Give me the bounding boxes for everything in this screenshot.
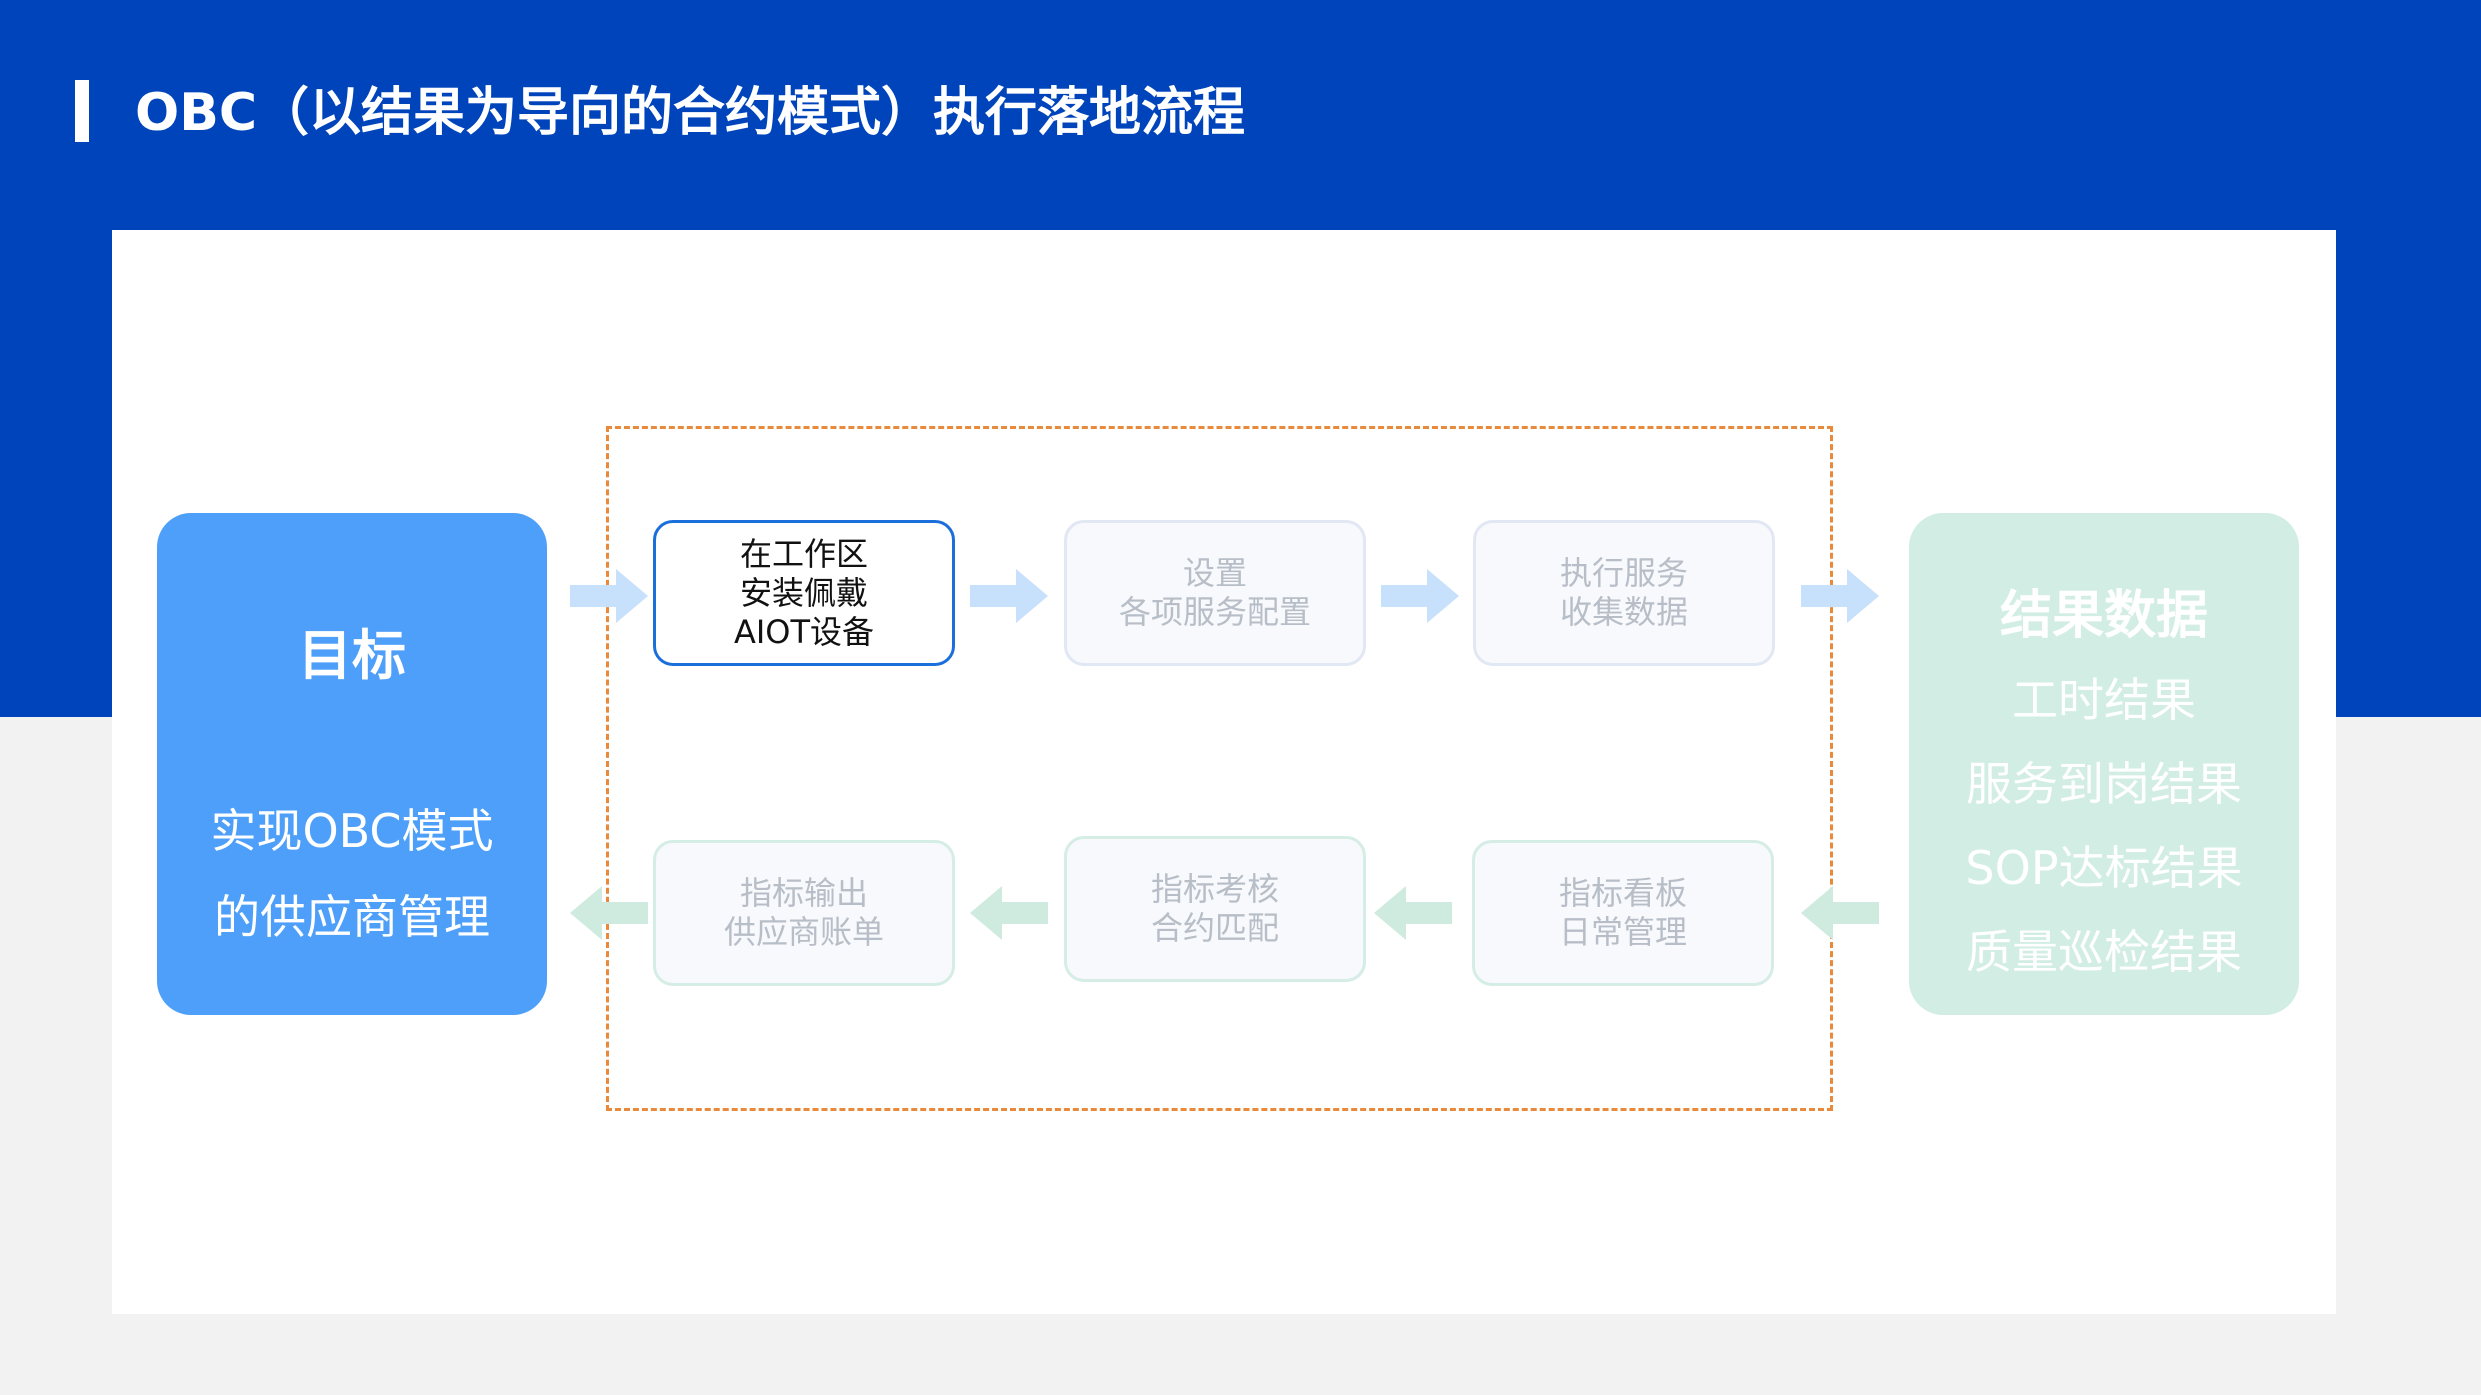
goal-line: 的供应商管理 <box>214 890 490 944</box>
process-frame <box>606 426 1833 1111</box>
step-line: 安装佩戴 <box>739 573 868 612</box>
step-line: 合约匹配 <box>1150 909 1279 947</box>
step-line: 指标看板 <box>1558 874 1687 912</box>
arrow-right-icon <box>570 569 648 623</box>
result-title: 结果数据 <box>1999 586 2208 646</box>
step-line: 收集数据 <box>1559 593 1688 631</box>
goal-title: 目标 <box>298 624 406 687</box>
step-service-config: 设置 各项服务配置 <box>1064 520 1366 666</box>
step-line: 供应商账单 <box>723 913 884 951</box>
result-item: 质量巡检结果 <box>1966 925 2242 979</box>
result-item: 工时结果 <box>2012 673 2196 727</box>
goal-box: 目标 实现OBC模式 的供应商管理 <box>157 513 547 1015</box>
goal-description: 实现OBC模式 的供应商管理 <box>157 788 547 960</box>
result-box: 结果数据 工时结果 服务到岗结果 SOP达标结果 质量巡检结果 <box>1909 513 2299 1015</box>
step-supplier-bill: 指标输出 供应商账单 <box>653 840 955 986</box>
arrow-left-icon <box>570 886 648 940</box>
arrow-left-icon <box>1801 886 1879 940</box>
step-line: 指标输出 <box>739 874 868 912</box>
step-contract-match: 指标考核 合约匹配 <box>1064 836 1366 982</box>
step-line: 指标考核 <box>1150 870 1279 908</box>
step-line: 设置 <box>1182 554 1247 592</box>
result-item: 服务到岗结果 <box>1966 757 2242 811</box>
step-execute-service: 执行服务 收集数据 <box>1473 520 1775 666</box>
step-line: AIOT设备 <box>733 612 875 651</box>
arrow-right-icon <box>1801 569 1879 623</box>
title-accent-bar <box>75 80 89 142</box>
arrow-left-icon <box>970 886 1048 940</box>
page-title: OBC（以结果为导向的合约模式）执行落地流程 <box>135 83 1246 143</box>
step-line: 各项服务配置 <box>1118 593 1311 631</box>
step-kpi-dashboard: 指标看板 日常管理 <box>1472 840 1774 986</box>
step-line: 日常管理 <box>1558 913 1687 951</box>
result-list: 工时结果 服务到岗结果 SOP达标结果 质量巡检结果 <box>1909 658 2299 994</box>
result-item: SOP达标结果 <box>1965 841 2243 895</box>
arrow-right-icon <box>1381 569 1459 623</box>
step-install-aiot: 在工作区 安装佩戴 AIOT设备 <box>653 520 955 666</box>
arrow-right-icon <box>970 569 1048 623</box>
step-line: 在工作区 <box>739 534 868 573</box>
arrow-left-icon <box>1374 886 1452 940</box>
goal-line: 实现OBC模式 <box>210 804 494 858</box>
step-line: 执行服务 <box>1559 554 1688 592</box>
